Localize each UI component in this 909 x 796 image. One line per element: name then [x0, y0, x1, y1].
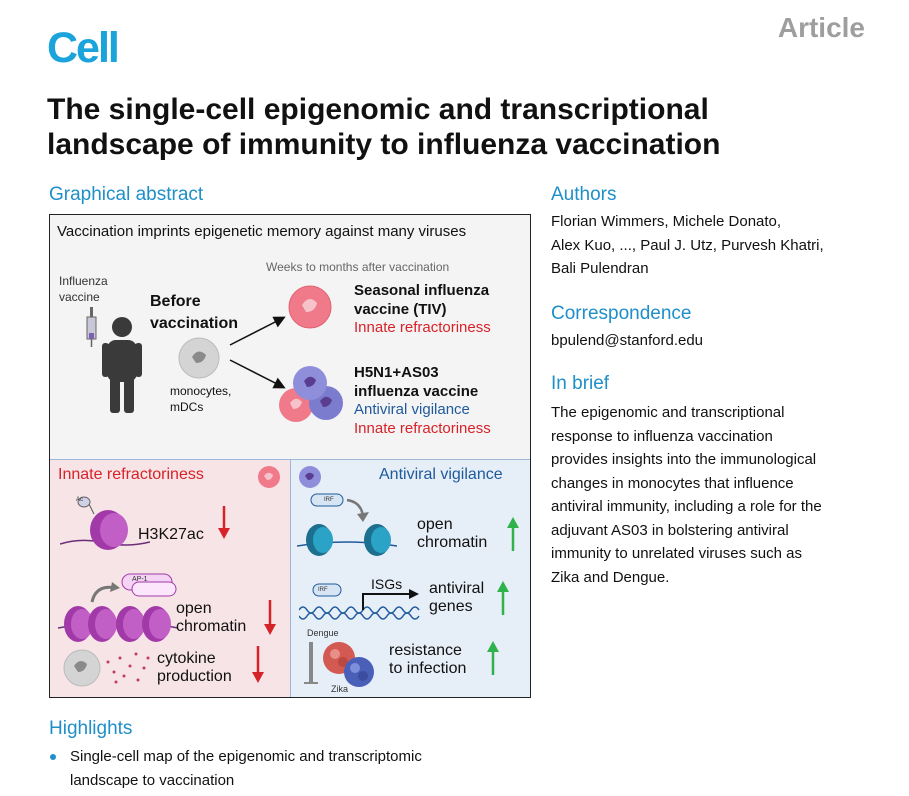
correspondence-email[interactable]: bpulend@stanford.edu — [551, 332, 704, 349]
title-line-1: The single-cell epigenomic and transcrip… — [47, 93, 709, 126]
tiv-line-1: Seasonal influenza — [354, 282, 490, 299]
vaccination-arrows — [229, 316, 286, 389]
innate-refractoriness-panel: Innate refractoriness Ac H3K27ac AP-1 — [50, 459, 290, 697]
ap1-label: AP-1 — [132, 576, 148, 583]
highlight-line-1: Single-cell map of the epigenomic and tr… — [70, 748, 422, 765]
left-open-line-1: open — [176, 600, 212, 617]
h5n1-line-2: influenza vaccine — [354, 383, 479, 400]
antiviral-up-arrow-icon — [497, 581, 509, 615]
tiv-monocyte-icon — [288, 285, 332, 329]
resist-line-1: resistance — [389, 642, 462, 659]
tiv-line-2: vaccine (TIV) — [354, 301, 447, 318]
isgs-label: ISGs — [371, 576, 403, 592]
antiviral-genes-label: antiviral genes — [429, 580, 484, 616]
ga-top-label: Vaccination imprints epigenetic memory a… — [57, 223, 467, 240]
person-with-syringe-icon — [86, 307, 142, 413]
zika-label: Zika — [331, 684, 349, 694]
journal-logo: Cell — [47, 24, 120, 72]
antiviral-vigilance-panel: Antiviral vigilance IRF open chromatin I… — [290, 459, 530, 697]
right-open-line-1: open — [417, 516, 453, 533]
resistance-label: resistance to infection — [389, 642, 466, 678]
h5n1-line-1: H5N1+AS03 — [354, 364, 439, 381]
monocyte-cell-icon — [178, 337, 220, 379]
in-brief-line: response to influenza vaccination — [551, 427, 773, 445]
highlight-line-2: landscape to vaccination — [70, 771, 235, 789]
cytokine-down-arrow-icon — [252, 646, 264, 683]
highlights-heading: Highlights — [49, 718, 133, 739]
tiv-effect-label: Innate refractoriness — [354, 319, 491, 336]
right-open-chromatin-label: open chromatin — [417, 516, 487, 552]
before-vaccination-label: Before vaccination — [150, 291, 238, 335]
authors-line-2: Alex Kuo, ..., Paul J. Utz, Purvesh Khat… — [551, 236, 824, 254]
h5n1-monocyte-cluster-icon — [279, 366, 343, 422]
before-line-2: vaccination — [150, 315, 239, 332]
irf-label-1: IRF — [324, 497, 334, 503]
resist-line-2: to infection — [389, 660, 467, 677]
influenza-label-1: Influenza — [59, 274, 108, 288]
monocytes-line-2: mDCs — [170, 400, 204, 414]
cytokine-line-2: production — [157, 668, 232, 685]
in-brief-line: changes in monocytes that influence — [551, 474, 794, 492]
monocytes-label: monocytes, mDCs — [170, 383, 231, 415]
h3k27ac-down-arrow-icon — [218, 506, 230, 539]
authors-line-3: Bali Pulendran — [551, 260, 649, 277]
h5n1-effect-antiviral: Antiviral vigilance — [354, 401, 470, 418]
highlight-bullet-icon — [50, 754, 56, 760]
ga-timeline-label: Weeks to months after vaccination — [266, 260, 450, 274]
h5n1-effect-refractoriness: Innate refractoriness — [354, 420, 491, 437]
ac-tag-label: Ac — [76, 497, 84, 503]
highlight-item: Single-cell map of the epigenomic and tr… — [70, 745, 422, 792]
pink-cell-icon — [258, 466, 280, 488]
left-open-line-2: chromatin — [176, 618, 247, 635]
resistance-up-arrow-icon — [487, 641, 499, 675]
cytokine-line-1: cytokine — [157, 650, 216, 667]
chromatin-down-arrow-icon — [264, 600, 276, 635]
h3k27ac-label: H3K27ac — [138, 526, 204, 543]
cytokine-release-icon — [63, 649, 150, 687]
cytokine-label: cytokine production — [157, 650, 232, 686]
left-open-chromatin-label: open chromatin — [176, 600, 246, 636]
dengue-label: Dengue — [307, 628, 339, 638]
right-panel-title: Antiviral vigilance — [379, 466, 503, 483]
antiviral-line-2: genes — [429, 598, 473, 615]
right-open-line-2: chromatin — [417, 534, 488, 551]
title-line-2: landscape of immunity to influenza vacci… — [47, 128, 721, 161]
isg-transcription-icon — [299, 583, 420, 620]
irf-label-2: IRF — [318, 587, 328, 593]
virus-particles-icon — [304, 642, 374, 687]
h5n1-label: H5N1+AS03 influenza vaccine — [354, 363, 478, 401]
monocytes-line-1: monocytes, — [170, 384, 232, 398]
open-chromatin-nucleosomes-icon — [58, 606, 178, 642]
correspondence-heading: Correspondence — [551, 303, 692, 324]
article-title: The single-cell epigenomic and transcrip… — [47, 92, 867, 162]
acetylated-nucleosome-icon — [60, 496, 150, 550]
graphical-abstract-heading: Graphical abstract — [49, 184, 204, 205]
in-brief-heading: In brief — [551, 373, 610, 394]
in-brief-line: Zika and Dengue. — [551, 568, 670, 586]
chromatin-up-arrow-icon — [507, 517, 519, 551]
in-brief-line: antiviral immunity, including a role for… — [551, 498, 822, 515]
graphical-abstract: Vaccination imprints epigenetic memory a… — [49, 214, 531, 698]
in-brief-text: The epigenomic and transcriptional respo… — [551, 401, 822, 589]
in-brief-line: adjuvant AS03 in bolstering antiviral — [551, 521, 789, 539]
article-type-label: Article — [777, 12, 865, 43]
authors-list: Florian Wimmers, Michele Donato, Alex Ku… — [551, 210, 824, 281]
ga-influenza-vaccine-label: Influenza vaccine — [59, 273, 108, 305]
influenza-label-2: vaccine — [59, 290, 100, 304]
in-brief-line: The epigenomic and transcriptional — [551, 404, 785, 421]
in-brief-line: immunity to unrelated viruses such as — [551, 545, 802, 562]
authors-heading: Authors — [551, 184, 617, 205]
ap1-binding-icon — [90, 573, 177, 603]
authors-line-1: Florian Wimmers, Michele Donato, — [551, 213, 782, 230]
in-brief-line: provides insights into the immunological — [551, 451, 817, 468]
purple-cell-icon — [299, 466, 321, 488]
left-panel-title: Innate refractoriness — [58, 466, 204, 483]
antiviral-line-1: antiviral — [429, 580, 485, 597]
tiv-label: Seasonal influenza vaccine (TIV) — [354, 281, 489, 319]
before-line-1: Before — [150, 293, 201, 310]
irf-open-chromatin-icon — [297, 493, 397, 556]
